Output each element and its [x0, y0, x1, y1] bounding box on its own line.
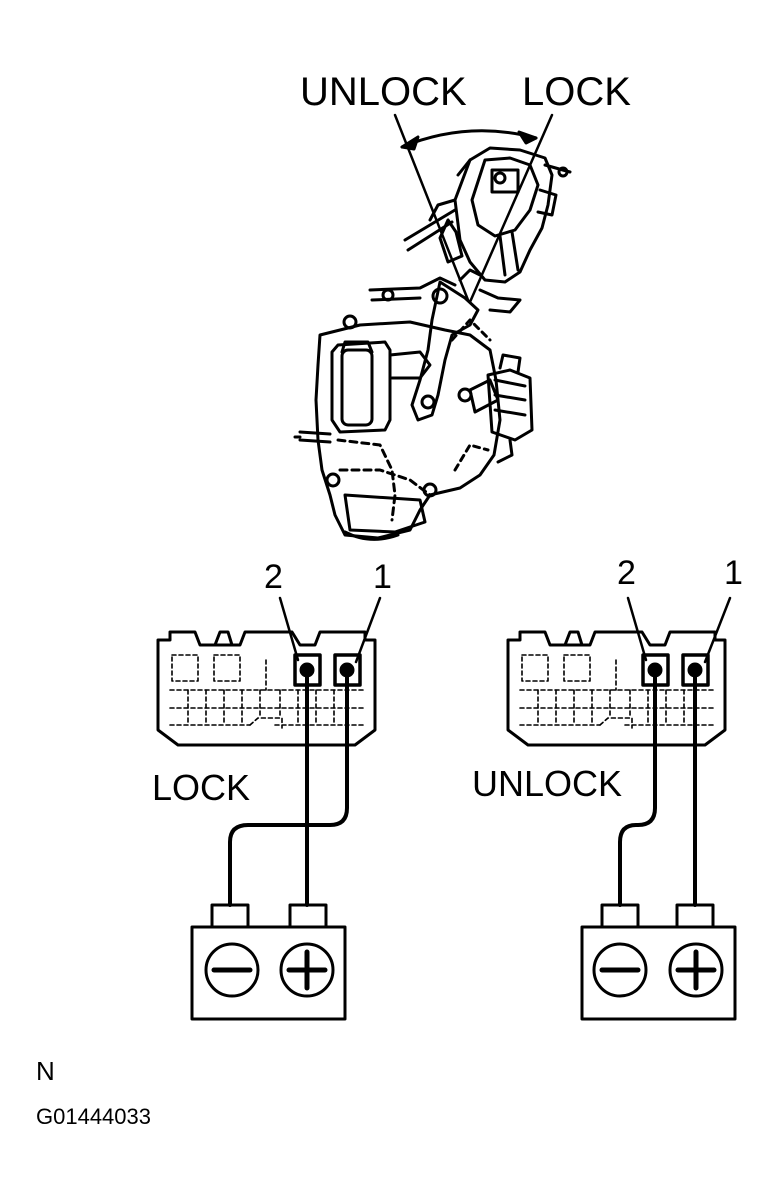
lock-direction-label: LOCK	[522, 70, 631, 114]
unlock-test-leads	[618, 670, 697, 907]
connector-housing	[156, 630, 377, 747]
lock-test-label: LOCK	[152, 767, 251, 808]
lock-test-leads	[228, 670, 349, 907]
connector-lock	[156, 596, 382, 747]
connector-housing	[506, 630, 727, 747]
figure-note: N	[36, 1056, 55, 1086]
door-lock-actuator-illustration	[293, 113, 572, 541]
unlock-direction-label: UNLOCK	[300, 70, 467, 114]
positive-terminal-icon	[279, 942, 335, 998]
unlock-pin-2-label: 2	[617, 554, 636, 592]
negative-terminal-icon	[592, 942, 648, 998]
lock-direction-arrow	[400, 129, 538, 149]
lock-pin-2-label: 2	[264, 558, 283, 596]
lock-pin-1-label: 1	[373, 558, 392, 596]
unlock-test-label: UNLOCK	[472, 763, 623, 804]
connector-unlock	[506, 596, 732, 747]
figure-code: G01444033	[36, 1104, 151, 1129]
positive-terminal-icon	[668, 942, 724, 998]
battery-unlock-test	[580, 903, 737, 1021]
unlock-pin-1-label: 1	[724, 554, 743, 592]
negative-terminal-icon	[204, 942, 260, 998]
battery-lock-test	[190, 903, 347, 1021]
